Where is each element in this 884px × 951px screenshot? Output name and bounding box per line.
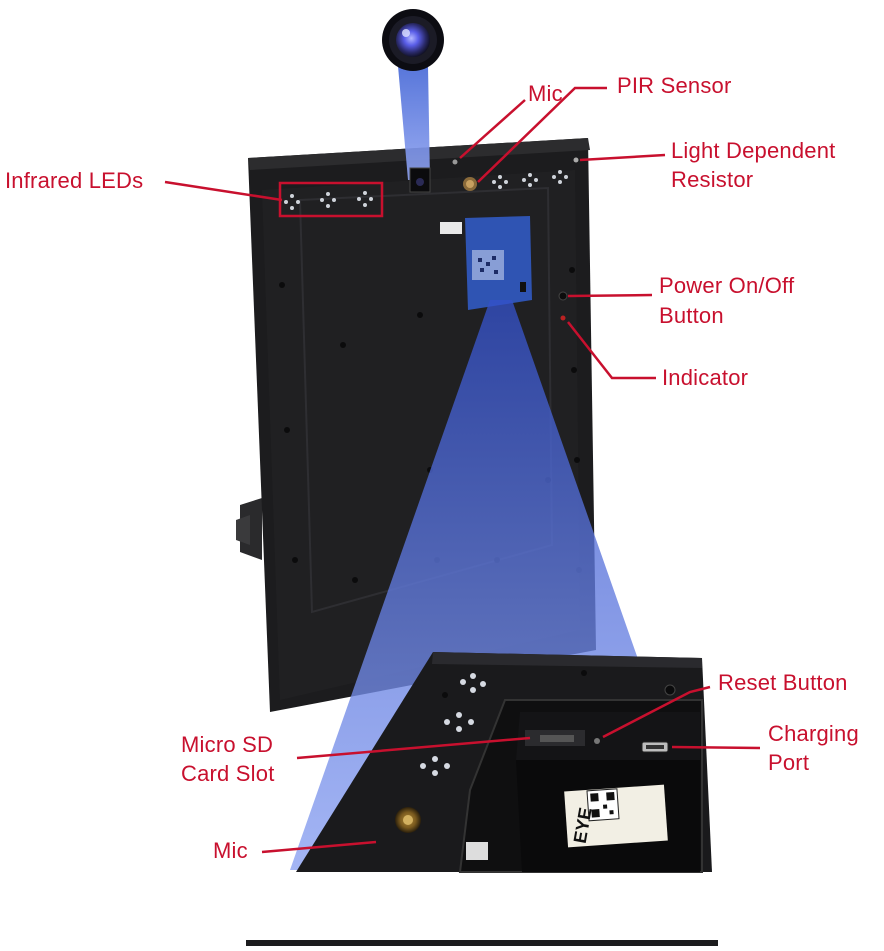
white-tag xyxy=(440,222,462,234)
label-mic-bottom: Mic xyxy=(213,838,248,863)
label-pir-sensor: PIR Sensor xyxy=(617,73,732,98)
label-microsd-line2: Card Slot xyxy=(181,761,275,786)
label-infrared-leds: Infrared LEDs xyxy=(5,168,144,193)
label-mic-top: Mic xyxy=(528,81,563,106)
next-frame-edge xyxy=(246,940,718,946)
label-power-line1: Power On/Off xyxy=(659,273,795,298)
label-microsd-line1: Micro SD xyxy=(181,732,274,757)
camera-beam-top xyxy=(398,66,430,180)
reset-button xyxy=(594,738,600,744)
leader-lines xyxy=(164,86,761,854)
label-charging-line1: Charging xyxy=(768,721,859,746)
pir-sensor xyxy=(463,177,477,191)
power-button xyxy=(558,291,568,301)
label-charging-line2: Port xyxy=(768,750,810,775)
camera-lens-icon xyxy=(382,9,444,71)
label-ldr-line2: Resistor xyxy=(671,167,754,192)
mic-hole-top xyxy=(452,159,458,165)
detail-zoom-panel: EYE xyxy=(296,652,712,873)
label-reset-button: Reset Button xyxy=(718,670,848,695)
label-power-line2: Button xyxy=(659,303,724,328)
frame-stand xyxy=(236,498,262,560)
indicator-light xyxy=(560,315,566,321)
infrared-leds-right xyxy=(492,170,568,189)
light-dependent-resistor xyxy=(573,157,579,163)
label-ldr-line1: Light Dependent xyxy=(671,138,836,163)
compartment-top xyxy=(465,216,532,310)
qr-code-icon xyxy=(586,788,620,822)
label-indicator: Indicator xyxy=(662,365,749,390)
